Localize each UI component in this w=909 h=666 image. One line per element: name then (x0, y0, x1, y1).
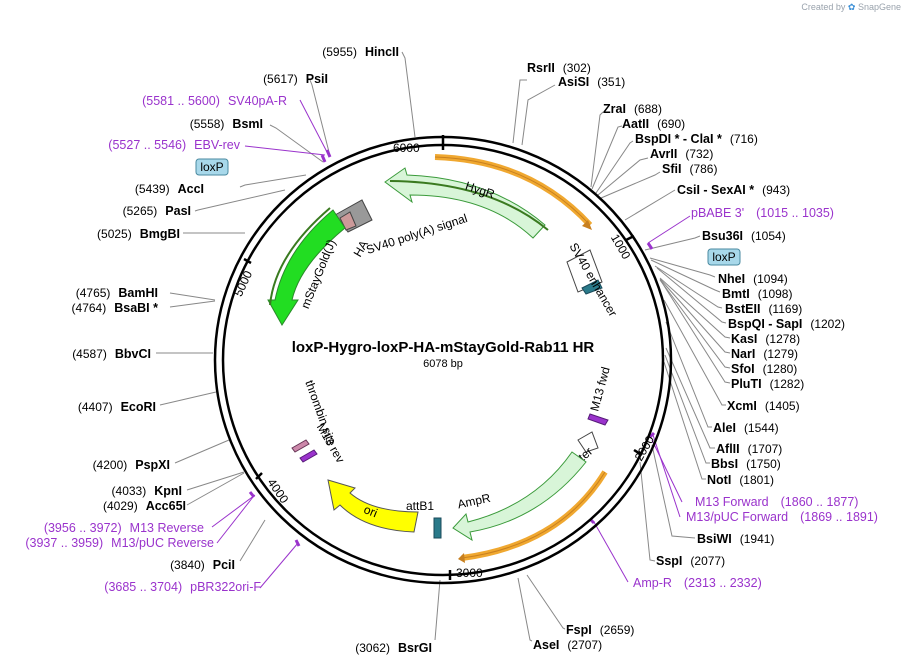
enzyme-bsu36i: Bsu36I(1054) (702, 229, 786, 243)
enzyme-aflii: AflII(1707) (716, 442, 782, 456)
orange-arrowhead-top (582, 220, 592, 230)
svg-text:loxP: loxP (200, 160, 223, 174)
enzyme-bsabi: (4764)BsaBI * (72, 301, 159, 315)
brand-created-by: Created by (801, 2, 846, 12)
enzyme-bsrgi: (3062)BsrGI (355, 641, 432, 655)
ori-feature (327, 479, 419, 533)
leader-lines (156, 51, 731, 642)
enzyme-bspqi-sapi: BspQI - SapI(1202) (728, 317, 845, 331)
enzyme-bamhi: (4765)BamHI (76, 286, 158, 300)
enzyme-bmti: BmtI(1098) (722, 287, 792, 301)
enzyme-bsmi: (5558)BsmI (190, 117, 263, 131)
primer-amp-r: Amp-R(2313 .. 2332) (633, 576, 762, 590)
enzyme-zrai: ZraI(688) (603, 102, 662, 116)
enzyme-sfoi: SfoI(1280) (731, 362, 797, 376)
primer-lines (211, 99, 691, 589)
enzyme-bbvci: (4587)BbvCI (72, 347, 151, 361)
tick-label-1000: 1000 (608, 232, 634, 262)
plasmid-length: 6078 bp (423, 358, 463, 370)
tick-label-3000: 3000 (456, 566, 483, 580)
enzyme-labels-left: (5955)HincII (5617)PsiI (5558)BsmI (5439… (72, 45, 432, 655)
primer-ebv-rev: (5527 .. 5546)EBV-rev (108, 138, 240, 152)
sv40-polya-label: SV40 poly(A) signal (364, 211, 469, 257)
loxp-label-left: loxP (195, 158, 229, 176)
enzyme-fspi: FspI(2659) (566, 623, 634, 637)
m13-fwd-feature (587, 413, 609, 426)
enzyme-sspi: SspI(2077) (656, 554, 725, 568)
orange-feature-arrow-bottom (461, 470, 608, 561)
primer-m13puc-forward: M13/pUC Forward(1869 .. 1891) (686, 510, 878, 524)
primer-m13-forward: M13 Forward(1860 .. 1877) (695, 495, 858, 509)
enzyme-sfii: SfiI(786) (662, 162, 717, 176)
enzyme-nari: NarI(1279) (731, 347, 798, 361)
ori-label: ori (362, 502, 380, 520)
enzyme-psii: (5617)PsiI (263, 72, 328, 86)
enzyme-noti: NotI(1801) (707, 473, 774, 487)
hygr-feature (384, 167, 546, 239)
primer-labels-left: (5581 .. 5600)SV40pA-R (5527 .. 5546)EBV… (25, 94, 287, 594)
enzyme-ecori: (4407)EcoRI (78, 400, 156, 414)
ampr-promoter-box (577, 431, 599, 453)
enzyme-pcii: (3840)PciI (170, 558, 235, 572)
enzyme-kasi: KasI(1278) (731, 332, 800, 346)
attb1-feature (433, 517, 442, 539)
enzyme-acc65i: (4029)Acc65I (103, 499, 186, 513)
m13-fwd-label: M13 fwd (587, 365, 612, 412)
primer-sv40pa-r: (5581 .. 5600)SV40pA-R (142, 94, 287, 108)
enzyme-pluti: PluTI(1282) (731, 377, 804, 391)
snapgene-logo-icon: ✿ (847, 2, 856, 12)
enzyme-bbsi: BbsI(1750) (711, 457, 781, 471)
loxp-label-right: loxP (707, 248, 741, 266)
enzyme-bsiwi: BsiWI(1941) (697, 532, 774, 546)
snapgene-brand: Created by ✿ SnapGene (801, 2, 901, 13)
enzyme-pasi: (5265)PasI (123, 204, 191, 218)
scale-ticks (243, 135, 643, 580)
enzyme-labels-right: RsrII(302) AsiSI(351) ZraI(688) AatII(69… (527, 61, 845, 652)
brand-app-name: SnapGene (857, 2, 901, 12)
enzyme-bsteii: BstEII(1169) (725, 302, 802, 316)
enzyme-bmgbi: (5025)BmgBI (97, 227, 180, 241)
enzyme-avrii: AvrII(732) (650, 147, 713, 161)
enzyme-asisi: AsiSI(351) (558, 75, 625, 89)
primer-labels-right: pBABE 3'(1015 .. 1035) M13 Forward(1860 … (633, 206, 878, 590)
plasmid-title: loxP-Hygro-loxP-HA-mStayGold-Rab11 HR (292, 339, 595, 356)
svg-text:loxP: loxP (712, 250, 735, 264)
tick-label-5000: 5000 (231, 268, 255, 298)
mstaygold-feature (267, 209, 346, 326)
enzyme-nhei: NheI(1094) (718, 272, 788, 286)
enzyme-hincii: (5955)HincII (322, 45, 399, 59)
enzyme-asei: AseI(2707) (533, 638, 602, 652)
enzyme-acci: (5439)AccI (135, 182, 204, 196)
sv40-enhancer-feature (566, 249, 603, 293)
orange-arrowhead-bottom (458, 553, 465, 563)
enzyme-xcmi: XcmI(1405) (727, 399, 800, 413)
enzyme-alei: AleI(1544) (713, 421, 779, 435)
enzyme-kpni: (4033)KpnI (112, 484, 182, 498)
primer-marks (248, 149, 656, 547)
tick-label-6000: 6000 (393, 141, 420, 155)
ampr-feature (452, 451, 587, 542)
thrombin-site-feature (291, 439, 310, 453)
enzyme-pspxi: (4200)PspXI (93, 458, 170, 472)
enzyme-rsrii: RsrII(302) (527, 61, 591, 75)
attb1-label: attB1 (406, 499, 434, 513)
primer-pbr322ori-f: (3685 .. 3704)pBR322ori-F (104, 580, 261, 594)
primer-m13puc-reverse: (3937 .. 3959)M13/pUC Reverse (25, 536, 214, 550)
primer-m13-reverse: (3956 .. 3972)M13 Reverse (44, 521, 204, 535)
ampr-label: AmpR (456, 491, 492, 512)
enzyme-aatii: AatII(690) (622, 117, 685, 131)
primer-pbabe3: pBABE 3'(1015 .. 1035) (691, 206, 834, 220)
m13-rev-feature (299, 449, 318, 463)
enzyme-bspdi-clai: BspDI * - ClaI *(716) (635, 132, 758, 146)
enzyme-csii-sexai: CsiI - SexAI *(943) (677, 183, 790, 197)
